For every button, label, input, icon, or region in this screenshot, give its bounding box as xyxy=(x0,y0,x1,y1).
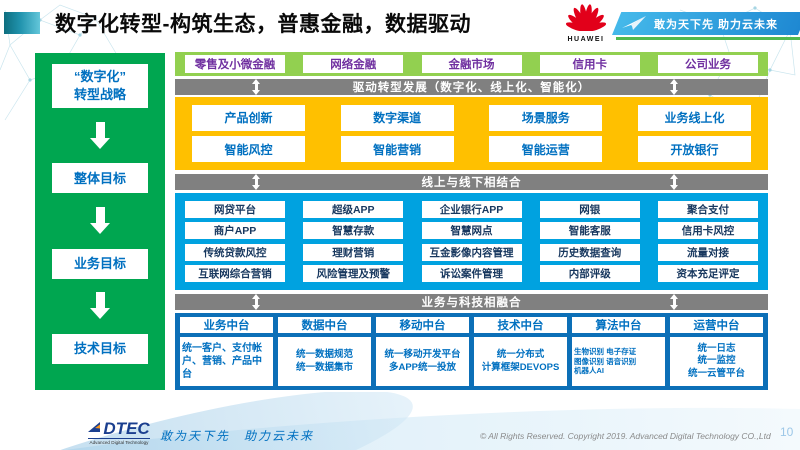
up-down-arrow-icon xyxy=(252,294,261,310)
application-box: 商户APP xyxy=(185,222,285,240)
application-box: 历史数据查询 xyxy=(539,243,640,261)
capability-box: 智能营销 xyxy=(340,136,454,163)
banner-text: 驱动转型发展（数字化、线上化、智能化） xyxy=(352,82,591,94)
capability-box: 场景服务 xyxy=(489,104,603,131)
down-arrow-icon xyxy=(95,292,105,320)
flow-step-overall-goal: 整体目标 xyxy=(52,163,148,194)
application-box: 智慧存款 xyxy=(303,222,404,240)
platform-column-data: 数据中台 统一数据规范 统一数据集市 xyxy=(278,317,371,386)
application-band: 网贷平台 超级APP 企业银行APP 网银 聚合支付 商户APP 智慧存款 智慧… xyxy=(175,193,768,290)
capability-box: 业务线上化 xyxy=(637,104,751,131)
platform-band: 业务中台 统一客户、支付帐户、营销、产品中台 数据中台 统一数据规范 统一数据集… xyxy=(175,313,768,390)
up-down-arrow-icon xyxy=(670,79,679,95)
capability-box: 数字渠道 xyxy=(340,104,454,131)
business-line: 零售及小微金融 xyxy=(185,55,285,73)
header-green-underline xyxy=(616,37,800,40)
up-down-arrow-icon xyxy=(252,174,261,190)
business-line: 网络金融 xyxy=(303,55,404,73)
platform-column-operations: 运营中台 统一日志 统一监控 统一云管平台 xyxy=(670,317,763,386)
flow-step-business-goal: 业务目标 xyxy=(52,248,148,279)
platform-body: 统一移动开发平台 多APP统一投放 xyxy=(376,337,469,386)
platform-title: 移动中台 xyxy=(376,317,469,333)
banner-business-tech-fusion: 业务与科技相融合 xyxy=(175,294,768,310)
capability-band: 产品创新 数字渠道 场景服务 业务线上化 智能风控 智能营销 智能运营 开放银行 xyxy=(175,97,768,170)
platform-title: 数据中台 xyxy=(278,317,371,333)
footer-slogan: 敢为天下先 助力云未来 xyxy=(160,429,315,443)
business-line: 金融市场 xyxy=(421,55,522,73)
application-box: 风险管理及预警 xyxy=(303,265,404,283)
platform-body: 统一客户、支付帐户、营销、产品中台 xyxy=(180,337,273,386)
banner-drive-transformation: 驱动转型发展（数字化、线上化、智能化） xyxy=(175,79,768,95)
platform-column-algorithm: 算法中台 生物识别 电子存证 图像识别 语音识别 机器人AI xyxy=(572,317,665,386)
banner-text: 线上与线下相结合 xyxy=(421,177,522,189)
platform-title: 技术中台 xyxy=(474,317,567,333)
page-number: 10 xyxy=(780,425,794,439)
application-box: 诉讼案件管理 xyxy=(421,265,522,283)
platform-body: 统一日志 统一监控 统一云管平台 xyxy=(670,337,763,386)
business-lines-band: 零售及小微金融 网络金融 金融市场 信用卡 公司业务 xyxy=(175,52,768,76)
down-arrow-icon xyxy=(95,121,105,150)
business-line: 公司业务 xyxy=(658,55,758,73)
footer-copyright: © All Rights Reserved. Copyright 2019. A… xyxy=(480,431,771,441)
dtec-logo: DTEC Advanced Digital Technology xyxy=(88,420,150,445)
platform-column-mobile: 移动中台 统一移动开发平台 多APP统一投放 xyxy=(376,317,469,386)
capability-box: 智能运营 xyxy=(489,136,603,163)
application-box: 流量对接 xyxy=(658,243,758,261)
page-title: 数字化转型-构筑生态，普惠金融，数据驱动 xyxy=(55,13,471,36)
application-box: 理财营销 xyxy=(303,243,404,261)
banner-text: 业务与科技相融合 xyxy=(421,297,522,309)
application-box: 互金影像内容管理 xyxy=(421,243,522,261)
application-box: 超级APP xyxy=(303,200,404,218)
platform-title: 业务中台 xyxy=(180,317,273,333)
banner-online-offline: 线上与线下相结合 xyxy=(175,174,768,190)
application-box: 传统贷款风控 xyxy=(185,243,285,261)
capability-box: 产品创新 xyxy=(192,104,305,131)
platform-column-business: 业务中台 统一客户、支付帐户、营销、产品中台 xyxy=(180,317,273,386)
header-slogan: 敢为天下先 助力云未来 xyxy=(654,18,779,31)
flow-step-strategy: “数字化” 转型战略 xyxy=(52,64,148,108)
up-down-arrow-icon xyxy=(252,79,261,95)
application-box: 网银 xyxy=(539,200,640,218)
business-line: 信用卡 xyxy=(539,55,640,73)
capability-box: 智能风控 xyxy=(192,136,305,163)
up-down-arrow-icon xyxy=(670,174,679,190)
platform-body: 统一分布式 计算框架DEVOPS xyxy=(474,337,567,386)
paper-plane-icon xyxy=(622,15,646,30)
strategy-flow-sidebar: “数字化” 转型战略 整体目标 业务目标 技术目标 xyxy=(35,53,165,390)
up-down-arrow-icon xyxy=(670,294,679,310)
platform-column-tech: 技术中台 统一分布式 计算框架DEVOPS xyxy=(474,317,567,386)
down-arrow-icon xyxy=(95,206,105,235)
huawei-flower-icon xyxy=(565,4,607,32)
application-box: 信用卡风控 xyxy=(658,222,758,240)
title-accent-bar xyxy=(4,12,40,34)
platform-title: 运营中台 xyxy=(670,317,763,333)
capability-box: 开放银行 xyxy=(637,136,751,163)
flow-step-tech-goal: 技术目标 xyxy=(52,333,148,364)
huawei-wordmark: HUAWEI xyxy=(567,36,605,43)
application-box: 网贷平台 xyxy=(185,200,285,218)
huawei-logo: HUAWEI xyxy=(563,3,609,43)
application-box: 企业银行APP xyxy=(421,200,522,218)
application-box: 聚合支付 xyxy=(658,200,758,218)
dtec-triangle-icon xyxy=(88,422,101,432)
application-box: 资本充足评定 xyxy=(658,265,758,283)
application-box: 互联网综合营销 xyxy=(185,265,285,283)
application-box: 智慧网点 xyxy=(421,222,522,240)
platform-body: 生物识别 电子存证 图像识别 语音识别 机器人AI xyxy=(572,337,665,386)
platform-title: 算法中台 xyxy=(572,317,665,333)
platform-body: 统一数据规范 统一数据集市 xyxy=(278,337,371,386)
dtec-subtitle: Advanced Digital Technology xyxy=(88,438,150,445)
application-box: 内部评级 xyxy=(539,265,640,283)
dtec-wordmark: DTEC xyxy=(103,419,150,438)
application-box: 智能客服 xyxy=(539,222,640,240)
